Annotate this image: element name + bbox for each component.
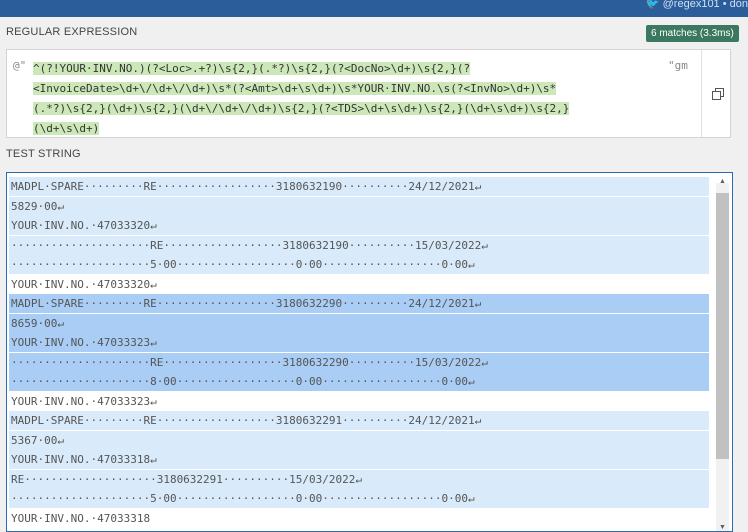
test-string-line[interactable]: RE····················3180632291········…: [9, 469, 709, 489]
test-string-line[interactable]: 8659·00↵: [9, 313, 709, 333]
scroll-up-icon[interactable]: ▲: [719, 178, 726, 185]
copy-icon[interactable]: [712, 88, 724, 100]
copy-divider: [701, 50, 702, 137]
test-string-line[interactable]: 5367·00↵: [9, 430, 709, 450]
regex-line: ^(?!YOUR·INV.NO.)(?<Loc>.+?)\s{2,}(.*?)\…: [33, 62, 471, 75]
test-string-line[interactable]: 5829·00↵: [9, 196, 709, 216]
test-section-title: TEST STRING: [6, 148, 81, 160]
test-string-line[interactable]: ·····················8·00···············…: [9, 372, 709, 391]
test-string-line[interactable]: YOUR·INV.NO.·47033318↵: [9, 450, 709, 469]
regex-line: <InvoiceDate>\d+\/\d+\/\d+)\s*(?<Amt>\d+…: [33, 82, 557, 95]
top-bar-text[interactable]: 🐦 @regex101 • don: [645, 0, 748, 10]
test-string-line[interactable]: YOUR·INV.NO.·47033323↵: [11, 394, 157, 408]
top-bar: 🐦 @regex101 • don: [0, 0, 748, 17]
test-string-line[interactable]: YOUR·INV.NO.·47033318: [11, 511, 151, 525]
regex-line: (.*?)\s{2,}(\d+)\s{2,}(\d+\/\d+\/\d+)\s{…: [33, 102, 570, 115]
test-string-editor[interactable]: MADPL·SPARE·········RE··················…: [6, 172, 733, 532]
test-string-line[interactable]: YOUR·INV.NO.·47033320↵: [9, 216, 709, 235]
scroll-down-icon[interactable]: ▼: [719, 524, 726, 531]
test-string-line[interactable]: ·····················5·00···············…: [9, 255, 709, 274]
test-string-line[interactable]: MADPL·SPARE·········RE··················…: [9, 177, 709, 196]
regex-line: (\d+\s\d+): [33, 122, 100, 135]
test-string-line[interactable]: ·····················5·00···············…: [9, 489, 709, 508]
regex-prefix: @": [13, 59, 27, 72]
matches-badge: 6 matches (3.3ms): [646, 25, 739, 42]
test-string-line[interactable]: YOUR·INV.NO.·47033323↵: [9, 333, 709, 352]
regex-flags[interactable]: "gm: [668, 59, 688, 72]
regex-pattern[interactable]: ^(?!YOUR·INV.NO.)(?<Loc>.+?)\s{2,}(.*?)\…: [33, 59, 673, 139]
test-string-line[interactable]: MADPL·SPARE·········RE··················…: [9, 294, 709, 313]
regex-section-title: REGULAR EXPRESSION: [6, 26, 138, 38]
regex-editor[interactable]: @" ^(?!YOUR·INV.NO.)(?<Loc>.+?)\s{2,}(.*…: [6, 49, 731, 138]
test-string-line[interactable]: MADPL·SPARE·········RE··················…: [9, 411, 709, 430]
test-string-line[interactable]: ·····················RE·················…: [9, 235, 709, 255]
scrollbar-thumb[interactable]: [716, 193, 729, 459]
test-string-line[interactable]: ·····················RE·················…: [9, 352, 709, 372]
test-string-line[interactable]: YOUR·INV.NO.·47033320↵: [11, 277, 157, 291]
